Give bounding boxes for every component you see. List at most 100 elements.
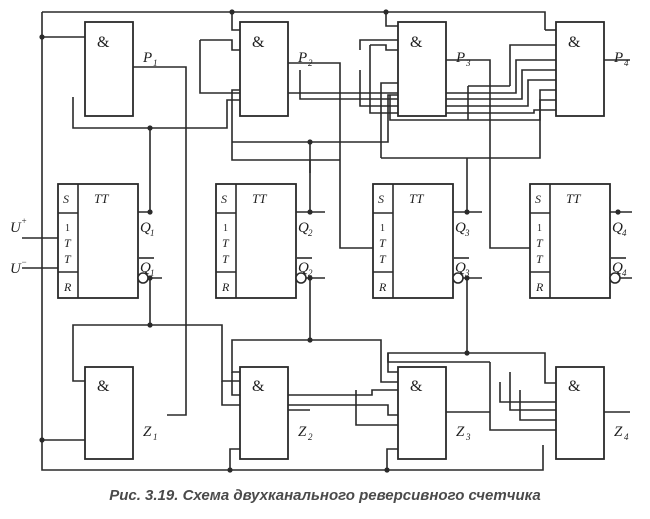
bundle-line: [231, 372, 398, 396]
qbar-label-2: Q: [298, 260, 309, 276]
output-label-z4: Z: [614, 424, 623, 440]
output-label-p1-index: 1: [153, 58, 158, 68]
pin-t: T: [536, 236, 544, 250]
inverted-output-bubble: [452, 272, 464, 284]
bundle-line: [509, 44, 556, 86]
tt-trigger-3: [372, 183, 454, 299]
qbar-label-1-index: 1: [150, 268, 155, 278]
output-label-p4: P: [613, 50, 623, 66]
pin-s: S: [378, 192, 384, 206]
p2-output-line: [288, 62, 373, 249]
pin-t: T: [64, 236, 72, 250]
inverted-output-bubble: [609, 272, 621, 284]
nq2-to-z3: [310, 339, 398, 383]
trigger-type-label: TT: [94, 191, 109, 206]
bundle-line: [519, 390, 556, 421]
output-label-z3-index: 3: [465, 432, 471, 442]
wiring: [22, 9, 632, 473]
bundle-line: [369, 45, 556, 114]
q3-to-and3-drop: [380, 82, 398, 158]
output-label-p4-index: 4: [624, 58, 629, 68]
top-bus-drop: [231, 12, 240, 31]
q1-to-and2: [150, 99, 240, 129]
and-gate-p1: [84, 21, 134, 117]
bottom-bus-rise: [386, 448, 398, 470]
bottom-bus-rise: [229, 448, 240, 470]
frame-top: [42, 11, 546, 30]
pin-s: S: [221, 192, 227, 206]
output-label-z1: Z: [143, 424, 152, 440]
q-label-2-index: 2: [308, 228, 313, 238]
inverted-output-bubble: [137, 272, 149, 284]
bundle-line: [509, 372, 556, 411]
qbar-label-3: Q: [455, 260, 466, 276]
qbar-label-3-index: 3: [464, 268, 470, 278]
bundle-line: [199, 40, 556, 94]
pin-t: T: [222, 236, 230, 250]
pin-1: 1: [380, 223, 385, 234]
p1-output-line: [133, 66, 187, 416]
trigger-type-label: TT: [409, 191, 424, 206]
bundle-line: [221, 381, 398, 416]
q-label-1-index: 1: [150, 228, 155, 238]
bundle-line: [200, 39, 240, 51]
output-label-z2: Z: [298, 424, 307, 440]
bundle-line: [299, 69, 556, 100]
output-label-z4-index: 4: [624, 432, 629, 442]
output-label-p3: P: [455, 50, 465, 66]
tt-trigger-2: [215, 183, 297, 299]
pin-r: R: [221, 280, 230, 294]
figure-caption: Рис. 3.19. Схема двухканального реверсив…: [109, 487, 541, 504]
bundle-line: [231, 142, 340, 161]
bundle-line: [359, 39, 398, 50]
qbar-label-4-index: 4: [622, 268, 627, 278]
bundle-line: [389, 95, 556, 121]
bundle-line: [370, 44, 398, 51]
and-gate-p4: [555, 21, 605, 117]
qbar-label-2-index: 2: [308, 268, 313, 278]
q-label-4: Q: [612, 220, 623, 236]
and-gate-z2: [239, 366, 289, 460]
and-gate-symbol: &: [410, 378, 423, 395]
and-gate-symbol: &: [97, 378, 110, 395]
q-label-3-index: 3: [464, 228, 470, 238]
and-gate-symbol: &: [410, 34, 423, 51]
and-gate-p3: [397, 21, 447, 117]
pin-1: 1: [537, 223, 542, 234]
inverted-output-bubble: [295, 272, 307, 284]
top-bus-drop: [385, 12, 398, 27]
tt-trigger-4: [529, 183, 611, 299]
and-gate-symbol: &: [568, 378, 581, 395]
frame-left-bottom: [41, 12, 544, 471]
tt-trigger-1: [57, 183, 139, 299]
output-label-p2-index: 2: [308, 58, 313, 68]
output-label-p1: P: [142, 50, 152, 66]
output-label-z3: Z: [456, 424, 465, 440]
trigger-type-label: TT: [566, 191, 581, 206]
pin-t: T: [379, 236, 387, 250]
pin-r: R: [535, 280, 544, 294]
q1-to-and1: [72, 97, 150, 129]
pin-r: R: [63, 280, 72, 294]
q-label-1: Q: [140, 220, 151, 236]
bundle-line: [355, 390, 398, 426]
input-up-label: U: [10, 220, 22, 236]
output-label-p2: P: [297, 50, 307, 66]
p3-output-line: [446, 59, 530, 249]
nq1-to-z2: [150, 324, 240, 382]
bundle-line: [489, 362, 556, 431]
and-gate-z4: [555, 366, 605, 460]
and-gate-p2: [239, 21, 289, 117]
pin-1: 1: [65, 223, 70, 234]
output-label-z2-index: 2: [308, 432, 313, 442]
q3-to-and4: [467, 89, 556, 159]
and-gate-z1: [84, 366, 134, 460]
pin-1: 1: [223, 223, 228, 234]
nq3-to-z4: [467, 352, 556, 384]
and-gate-symbol: &: [252, 34, 265, 51]
bundle-line: [359, 70, 556, 107]
output-label-z1-index: 1: [153, 432, 158, 442]
pin-t: T: [64, 252, 72, 266]
